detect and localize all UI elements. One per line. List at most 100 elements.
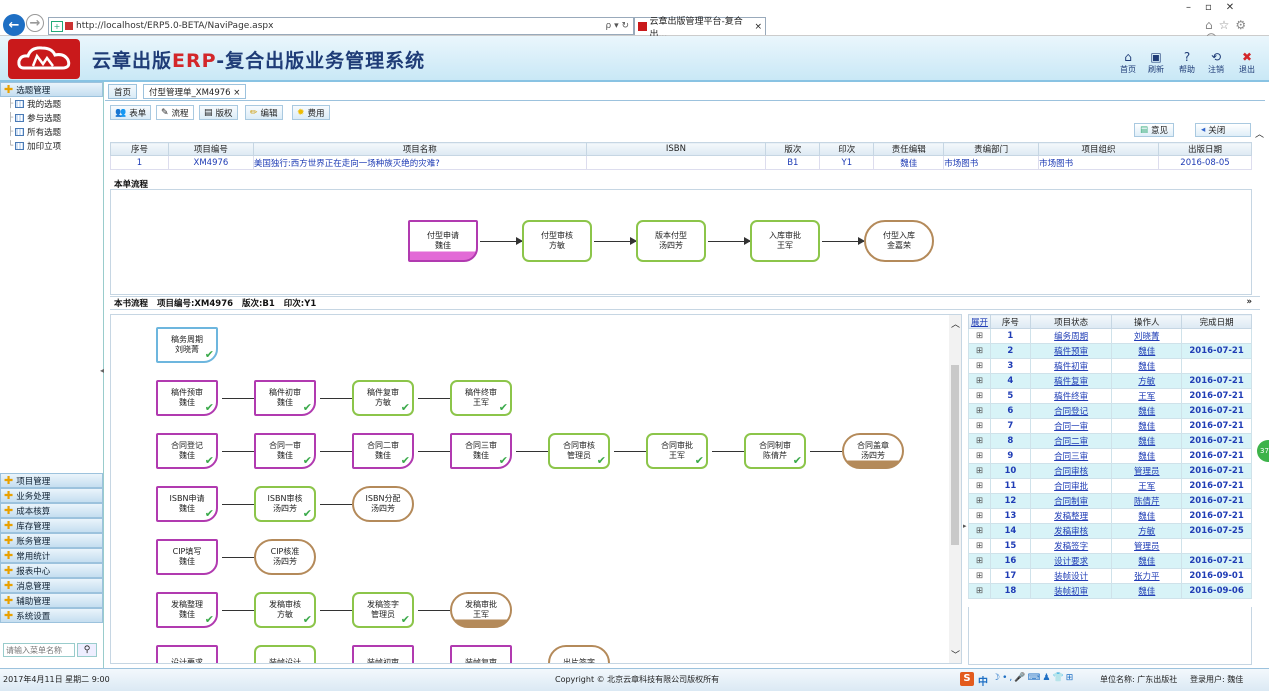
row-operator[interactable]: 魏佳 (1111, 403, 1183, 419)
row-operator[interactable]: 刘晓菁 (1111, 328, 1183, 344)
sidebar-item-my-topics[interactable]: ├我的选题 (8, 99, 62, 110)
sidebar-section-inventory[interactable]: ✚库存管理 (0, 518, 103, 533)
book-flow-node[interactable]: ISBN分配汤四芳 (352, 486, 414, 522)
flow-node[interactable]: 版本付型汤四芳 (636, 220, 706, 262)
flow-node[interactable]: 付型审核方敏 (522, 220, 592, 262)
book-flow-node[interactable]: 合同审核管理员✔ (548, 433, 610, 469)
collapse-sidebar-icon[interactable]: ◂ (100, 366, 105, 375)
expand-row-icon[interactable]: ⊞ (968, 478, 991, 494)
book-flow-node[interactable]: 发稿审批王军 (450, 592, 512, 628)
book-flow-node[interactable]: 发稿签字管理员✔ (352, 592, 414, 628)
book-flow-node[interactable]: 合同盖章汤四芳 (842, 433, 904, 469)
browser-tab[interactable]: 云章出版管理平台-复合出... × (634, 17, 766, 40)
splitter-handle-icon[interactable]: ▸ (963, 522, 967, 530)
expand-all-link[interactable]: 展开 (968, 314, 991, 329)
row-operator[interactable]: 王军 (1111, 478, 1183, 494)
search-refresh-icon[interactable]: ρ ▾ ↻ (605, 21, 630, 31)
scroll-down-icon[interactable]: ﹀ (951, 651, 961, 661)
book-flow-node[interactable]: 装帧初审 (352, 645, 414, 663)
expand-row-icon[interactable]: ⊞ (968, 448, 991, 464)
book-flow-node[interactable]: 稿件初审魏佳✔ (254, 380, 316, 416)
sidebar-section-system[interactable]: ✚系统设置 (0, 608, 103, 623)
vertical-scrollbar[interactable]: ︿ ﹀ (949, 315, 961, 663)
book-flow-node[interactable]: 合同审批王军✔ (646, 433, 708, 469)
favorites-icon[interactable]: ☆ (1218, 18, 1236, 32)
restore-icon[interactable]: ▫ (1205, 2, 1226, 13)
table-row[interactable]: 1 XM4976 美国独行:西方世界正在走向一场种族灭绝的灾难? B1 Y1 魏… (110, 155, 1252, 170)
book-flow-node[interactable]: 稿务周期刘晓菁✔ (156, 327, 218, 363)
back-icon[interactable]: ← (3, 14, 25, 36)
row-operator[interactable]: 魏佳 (1111, 553, 1183, 569)
minimize-icon[interactable]: – (1186, 2, 1205, 13)
book-flow-node[interactable]: 合同一审魏佳✔ (254, 433, 316, 469)
row-operator[interactable]: 陈倩芹 (1111, 493, 1183, 509)
sidebar-section-messages[interactable]: ✚消息管理 (0, 578, 103, 593)
row-status[interactable]: 合同三审 (1029, 448, 1113, 464)
expand-row-icon[interactable]: ⊞ (968, 523, 991, 539)
expand-row-icon[interactable]: ⊞ (968, 433, 991, 449)
row-status[interactable]: 合同登记 (1029, 403, 1113, 419)
row-status[interactable]: 稿件终审 (1029, 388, 1113, 404)
row-status[interactable]: 设计要求 (1029, 553, 1113, 569)
ime-s-icon[interactable]: S (960, 672, 974, 686)
tab-payment-order[interactable]: 付型管理单_XM4976 × (143, 84, 247, 99)
row-status[interactable]: 稿件预审 (1029, 343, 1113, 359)
book-flow-node[interactable]: CIP填写魏佳 (156, 539, 218, 575)
row-status[interactable]: 装帧设计 (1029, 568, 1113, 584)
address-bar[interactable]: + http://localhost/ERP5.0-BETA/NaviPage.… (48, 17, 634, 35)
row-status[interactable]: 稿件初审 (1029, 358, 1113, 374)
expand-row-icon[interactable]: ⊞ (968, 493, 991, 509)
side-widget[interactable]: 37 (1257, 440, 1269, 462)
expand-row-icon[interactable]: ⊞ (968, 388, 991, 404)
sidebar-item-reprint[interactable]: └加印立项 (8, 141, 62, 152)
book-flow-node[interactable]: 设计要求 (156, 645, 218, 663)
ime-tools-icon[interactable]: ☽•,🎤⌨♟👕⊞ (992, 673, 1076, 683)
expand-row-icon[interactable]: ⊞ (968, 328, 991, 344)
sidebar-section-topic[interactable]: ✚选题管理 (0, 82, 103, 97)
tab-close-icon[interactable]: × (754, 21, 762, 32)
sidebar-section-business[interactable]: ✚业务处理 (0, 488, 103, 503)
row-status[interactable]: 合同审批 (1029, 478, 1113, 494)
book-flow-node[interactable]: 合同制审陈倩芹✔ (744, 433, 806, 469)
row-operator[interactable]: 魏佳 (1111, 508, 1183, 524)
flow-node[interactable]: 付型入库金嘉荣 (864, 220, 934, 262)
row-status[interactable]: 发稿审核 (1029, 523, 1113, 539)
book-flow-node[interactable]: ISBN审核汤四芳✔ (254, 486, 316, 522)
book-flow-node[interactable]: 合同三审魏佳✔ (450, 433, 512, 469)
expand-row-icon[interactable]: ⊞ (968, 583, 991, 599)
subtab-form[interactable]: 👥表单 (110, 105, 152, 120)
scroll-thumb[interactable] (951, 365, 959, 545)
refresh-button[interactable]: ▣刷新 (1143, 50, 1169, 75)
book-flow-node[interactable]: 发稿审核方敏✔ (254, 592, 316, 628)
row-status[interactable]: 合同制审 (1029, 493, 1113, 509)
flow-node[interactable]: 入库审批王军 (750, 220, 820, 262)
sidebar-item-joined-topics[interactable]: ├参与选题 (8, 113, 62, 124)
home-browser-icon[interactable]: ⌂ (1205, 18, 1219, 32)
subtab-edit[interactable]: ✏编辑 (245, 105, 283, 120)
scroll-up-icon[interactable]: ︿ (951, 320, 961, 330)
menu-search-button[interactable]: ⚲ (77, 643, 97, 657)
row-status[interactable]: 发稿签字 (1029, 538, 1113, 554)
subtab-cost[interactable]: ✹费用 (292, 105, 330, 120)
expand-row-icon[interactable]: ⊞ (968, 358, 991, 374)
expand-row-icon[interactable]: ⊞ (968, 508, 991, 524)
row-operator[interactable]: 王军 (1111, 388, 1183, 404)
row-operator[interactable]: 魏佳 (1111, 583, 1183, 599)
home-button[interactable]: ⌂首页 (1115, 50, 1141, 75)
help-button[interactable]: ?帮助 (1174, 50, 1200, 75)
expand-row-icon[interactable]: ⊞ (968, 463, 991, 479)
logout-button[interactable]: ⟲注销 (1203, 50, 1229, 75)
sidebar-section-reports[interactable]: ✚报表中心 (0, 563, 103, 578)
row-operator[interactable]: 魏佳 (1111, 433, 1183, 449)
expand-row-icon[interactable]: ⊞ (968, 418, 991, 434)
